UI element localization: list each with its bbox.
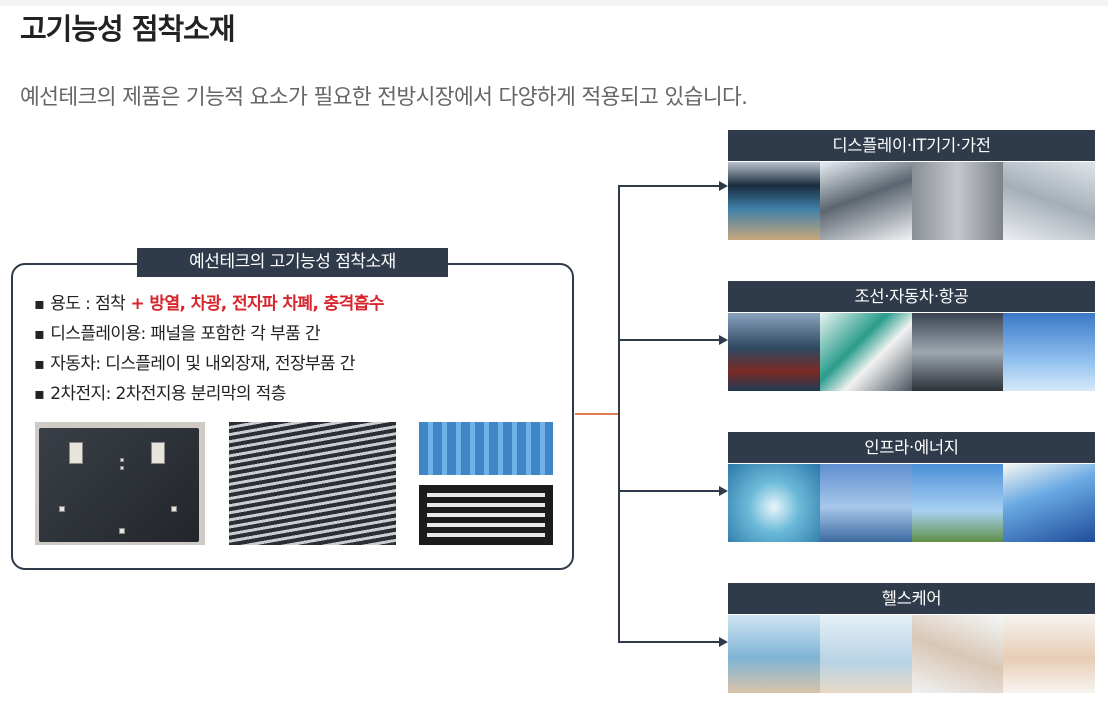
category-header-healthcare: 헬스케어 — [728, 583, 1095, 614]
page-subtitle: 예선테크의 제품은 기능적 요소가 필요한 전방시장에서 다양하게 적용되고 있… — [20, 85, 748, 110]
category-image-healthcare — [728, 615, 1095, 693]
connector-trunk — [618, 185, 620, 643]
category-image-display — [728, 162, 1095, 240]
page-title: 고기능성 점착소재 — [20, 12, 236, 46]
list-item: 자동차: 디스플레이 및 내외장재, 전장부품 간 — [34, 349, 554, 379]
product-photo-blue-film — [419, 422, 553, 475]
category-header-transport: 조선·자동차·항공 — [728, 281, 1095, 312]
category-image-infra — [728, 464, 1095, 542]
connector-branch — [618, 339, 720, 341]
category-header-display: 디스플레이·IT기기·가전 — [728, 130, 1095, 161]
connector-line — [575, 413, 619, 415]
arrow-right-icon — [719, 486, 728, 496]
info-box-tag: 예선테크의 고기능성 점착소재 — [137, 248, 448, 277]
list-item: 2차전지: 2차전지용 분리막의 적층 — [34, 379, 554, 409]
product-photo-stripes — [229, 422, 396, 545]
usage-label: 용도 : 점착 — [50, 294, 126, 314]
usage-highlight: + 방열, 차광, 전자파 차폐, 충격흡수 — [125, 294, 384, 314]
category-header-infra: 인프라·에너지 — [728, 432, 1095, 463]
connector-branch — [618, 641, 720, 643]
connector-branch — [618, 490, 720, 492]
arrow-right-icon — [719, 637, 728, 647]
category-image-transport — [728, 313, 1095, 391]
product-photo-panel — [35, 422, 205, 545]
connector-branch — [618, 185, 720, 187]
top-bar — [0, 0, 1108, 6]
list-item: 디스플레이용: 패널을 포함한 각 부품 간 — [34, 319, 554, 349]
arrow-right-icon — [719, 335, 728, 345]
usage-list: 용도 : 점착 + 방열, 차광, 전자파 차폐, 충격흡수 디스플레이용: 패… — [34, 289, 554, 409]
arrow-right-icon — [719, 181, 728, 191]
list-item: 용도 : 점착 + 방열, 차광, 전자파 차폐, 충격흡수 — [34, 289, 554, 319]
product-photo-white-strips — [419, 485, 553, 545]
